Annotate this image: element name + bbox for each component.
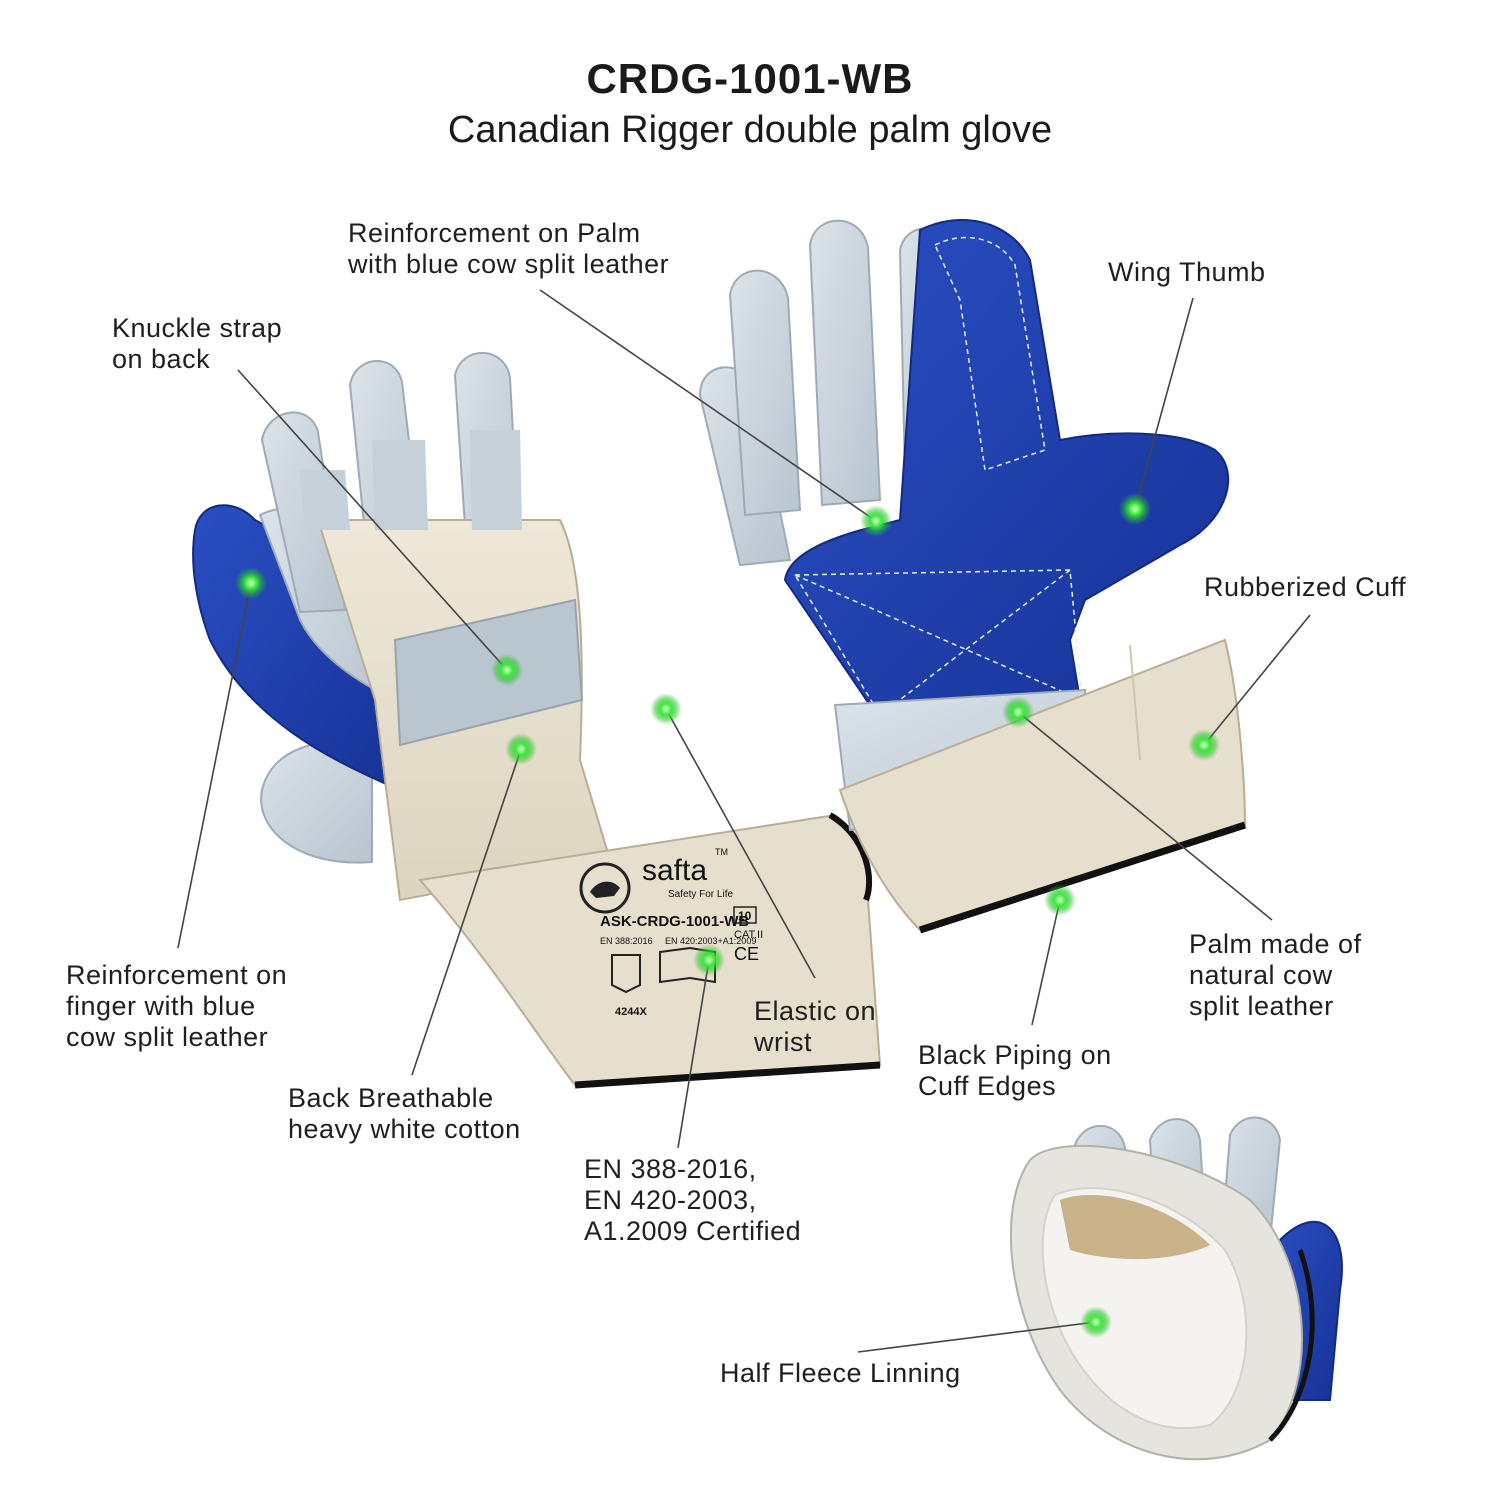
marker-back-breathable <box>505 733 537 765</box>
callout-rubberized-cuff: Rubberized Cuff <box>1204 572 1407 602</box>
callout-back-breathable: Back Breathable heavy white cotton <box>288 1083 521 1144</box>
cuff-label: safta TM Safety For Life ASK-CRDG-1001-W… <box>579 847 763 1018</box>
label-category: CAT.II <box>734 929 763 941</box>
callout-fleece-lining: Half Fleece Linning <box>720 1358 961 1388</box>
callout-knuckle-strap: Knuckle strap on back <box>112 313 283 374</box>
title-block: CRDG-1001-WB Canadian Rigger double palm… <box>0 55 1500 153</box>
marker-finger-reinforcement <box>235 567 267 599</box>
label-rating: 4244X <box>615 1006 647 1018</box>
product-name: Canadian Rigger double palm glove <box>447 109 1053 151</box>
callout-reinforcement-finger: Reinforcement on finger with blue cow sp… <box>66 960 288 1052</box>
marker-wing-thumb <box>1119 493 1151 525</box>
shield-icon <box>611 954 641 994</box>
label-brand: safta <box>642 854 707 887</box>
product-code: CRDG-1001-WB <box>586 55 914 102</box>
marker-palm-natural <box>1002 696 1034 728</box>
callout-elastic-wrist: Elastic on wrist <box>754 996 877 1057</box>
callout-reinforcement-palm: Reinforcement on Palm with blue cow spli… <box>348 218 670 279</box>
left-glove: safta TM Safety For Life ASK-CRDG-1001-W… <box>192 351 882 1089</box>
callout-certification: EN 388-2016, EN 420-2003, A1.2009 Certif… <box>584 1154 802 1246</box>
marker-certification <box>693 944 725 976</box>
fleece-glove <box>1009 1116 1343 1461</box>
label-std1: EN 388:2016 <box>600 936 653 946</box>
label-tagline: Safety For Life <box>668 889 733 900</box>
marker-palm-reinforcement <box>860 505 892 537</box>
label-trademark: TM <box>715 847 728 857</box>
marker-knuckle-strap <box>491 654 523 686</box>
book-icon <box>659 946 716 984</box>
label-model: ASK-CRDG-1001-WB <box>600 913 749 930</box>
callout-black-piping: Black Piping on Cuff Edges <box>918 1040 1112 1101</box>
markers <box>235 493 1220 1338</box>
callout-wing-thumb: Wing Thumb <box>1108 257 1266 287</box>
marker-fleece-lining <box>1080 1306 1112 1338</box>
label-ce: CE <box>734 944 759 964</box>
right-glove <box>698 219 1247 934</box>
leader-lines <box>177 289 1311 1353</box>
label-std2: EN 420:2003+A1:2009 <box>665 936 756 946</box>
marker-elastic-wrist <box>650 693 682 725</box>
label-size: 10 <box>738 909 752 923</box>
marker-rubberized-cuff <box>1188 729 1220 761</box>
callout-palm-natural: Palm made of natural cow split leather <box>1189 929 1362 1021</box>
marker-black-piping <box>1044 884 1076 916</box>
